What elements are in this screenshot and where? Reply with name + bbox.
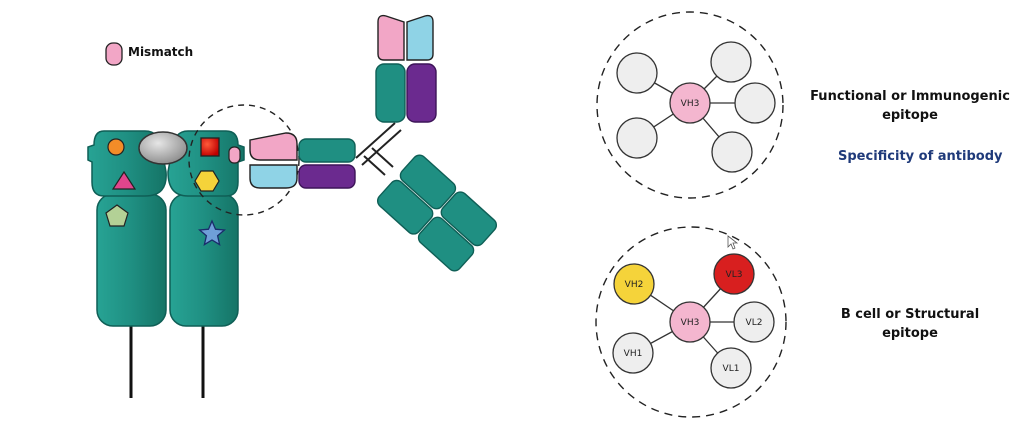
antibody-top-cl-purple	[406, 63, 437, 123]
functional-epitope-circle	[596, 11, 784, 199]
antibody-arm-cl-purple	[298, 164, 356, 189]
antibody-top-vl-blue	[406, 14, 434, 61]
structural-epitope-label-line1: B cell or Structural	[840, 307, 980, 322]
struct-node-vh1	[612, 332, 654, 374]
structural-epitope-circle	[595, 226, 787, 418]
antibody-hinge-1	[355, 122, 396, 159]
mismatch-legend-icon	[105, 42, 123, 66]
struct-node-vl3-label: VL3	[726, 270, 743, 280]
antibody-hinge-3	[371, 147, 394, 168]
antibody	[249, 14, 498, 272]
antibody-top-vh-pink	[377, 14, 405, 61]
func-node-3	[734, 82, 776, 124]
yellow-hexagon-epitope	[194, 170, 220, 192]
orange-circle-epitope	[107, 138, 125, 156]
struct-node-vl1-label: VL1	[723, 364, 740, 374]
functional-epitope-label-line1: Functional or Immunogenic	[810, 89, 1010, 104]
functional-epitope-label: Functional or Immunogenic epitope	[800, 87, 1020, 125]
fc-block-3	[376, 179, 434, 235]
struct-node-vl3	[713, 253, 755, 295]
struct-node-vh2-label: VH2	[625, 280, 644, 290]
fc-block-1	[399, 154, 457, 210]
red-square-epitope	[200, 137, 220, 157]
green-pentagon-epitope	[105, 204, 129, 227]
binding-region-circle	[188, 104, 300, 216]
antibody-arm-vh-pink	[249, 132, 298, 161]
struct-node-vh1-label: VH1	[624, 349, 643, 359]
mismatch-label: Mismatch	[128, 45, 194, 59]
structural-epitope-label-line2: epitope	[882, 326, 938, 341]
antibody-fc-stem	[376, 154, 498, 272]
struct-node-vl2-label: VL2	[746, 318, 763, 328]
structural-epitope-network: VH3 VH2 VL3 VL2 VL1 VH1	[595, 226, 787, 418]
peptide-ellipse	[138, 131, 188, 165]
antibody-hinge-4	[363, 155, 386, 176]
fc-block-4	[417, 216, 475, 272]
mismatch-marker	[228, 146, 241, 164]
func-node-5	[711, 131, 753, 173]
struct-node-vl2	[733, 301, 775, 343]
antibody-arm-ch-teal	[298, 138, 356, 163]
antibody-top-ch-teal	[375, 63, 406, 123]
functional-epitope-label-line2: epitope	[882, 108, 938, 123]
pink-triangle-epitope	[111, 170, 137, 190]
antibody-arm-vl-blue	[249, 164, 298, 189]
hla-molecule	[87, 130, 245, 398]
structural-epitope-label: B cell or Structural epitope	[820, 305, 1000, 343]
struct-node-vh2	[613, 263, 655, 305]
func-node-2	[710, 41, 752, 83]
specificity-label: Specificity of antibody	[838, 149, 1003, 164]
func-hub-label: VH3	[681, 99, 700, 109]
struct-hub-label: VH3	[681, 318, 700, 328]
functional-epitope-network: VH3	[596, 11, 784, 199]
struct-hub-node	[669, 301, 711, 343]
func-node-1	[616, 52, 658, 94]
func-hub-node	[669, 82, 711, 124]
mouse-cursor-icon	[727, 235, 739, 250]
blue-star-epitope	[198, 219, 226, 246]
fc-block-2	[440, 191, 498, 247]
struct-node-vl1	[710, 347, 752, 389]
func-node-4	[616, 117, 658, 159]
hla-domain-lower-right	[169, 193, 239, 327]
